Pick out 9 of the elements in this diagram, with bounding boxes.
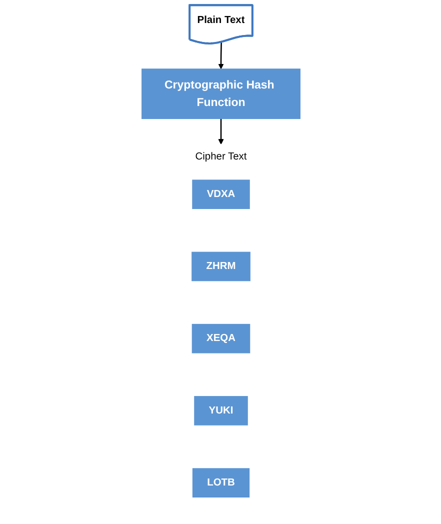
arrow <box>218 118 224 144</box>
node-box: YUKI <box>192 394 249 427</box>
node-text: Cipher Text <box>194 151 246 162</box>
node-box: LOTB <box>190 466 250 499</box>
node-box: ZHRM <box>190 250 252 282</box>
node-box: VDXA <box>190 178 251 210</box>
node-box: Cryptographic Hash Function <box>141 68 300 120</box>
arrow <box>218 42 224 70</box>
node-box: XEQA <box>190 322 251 355</box>
